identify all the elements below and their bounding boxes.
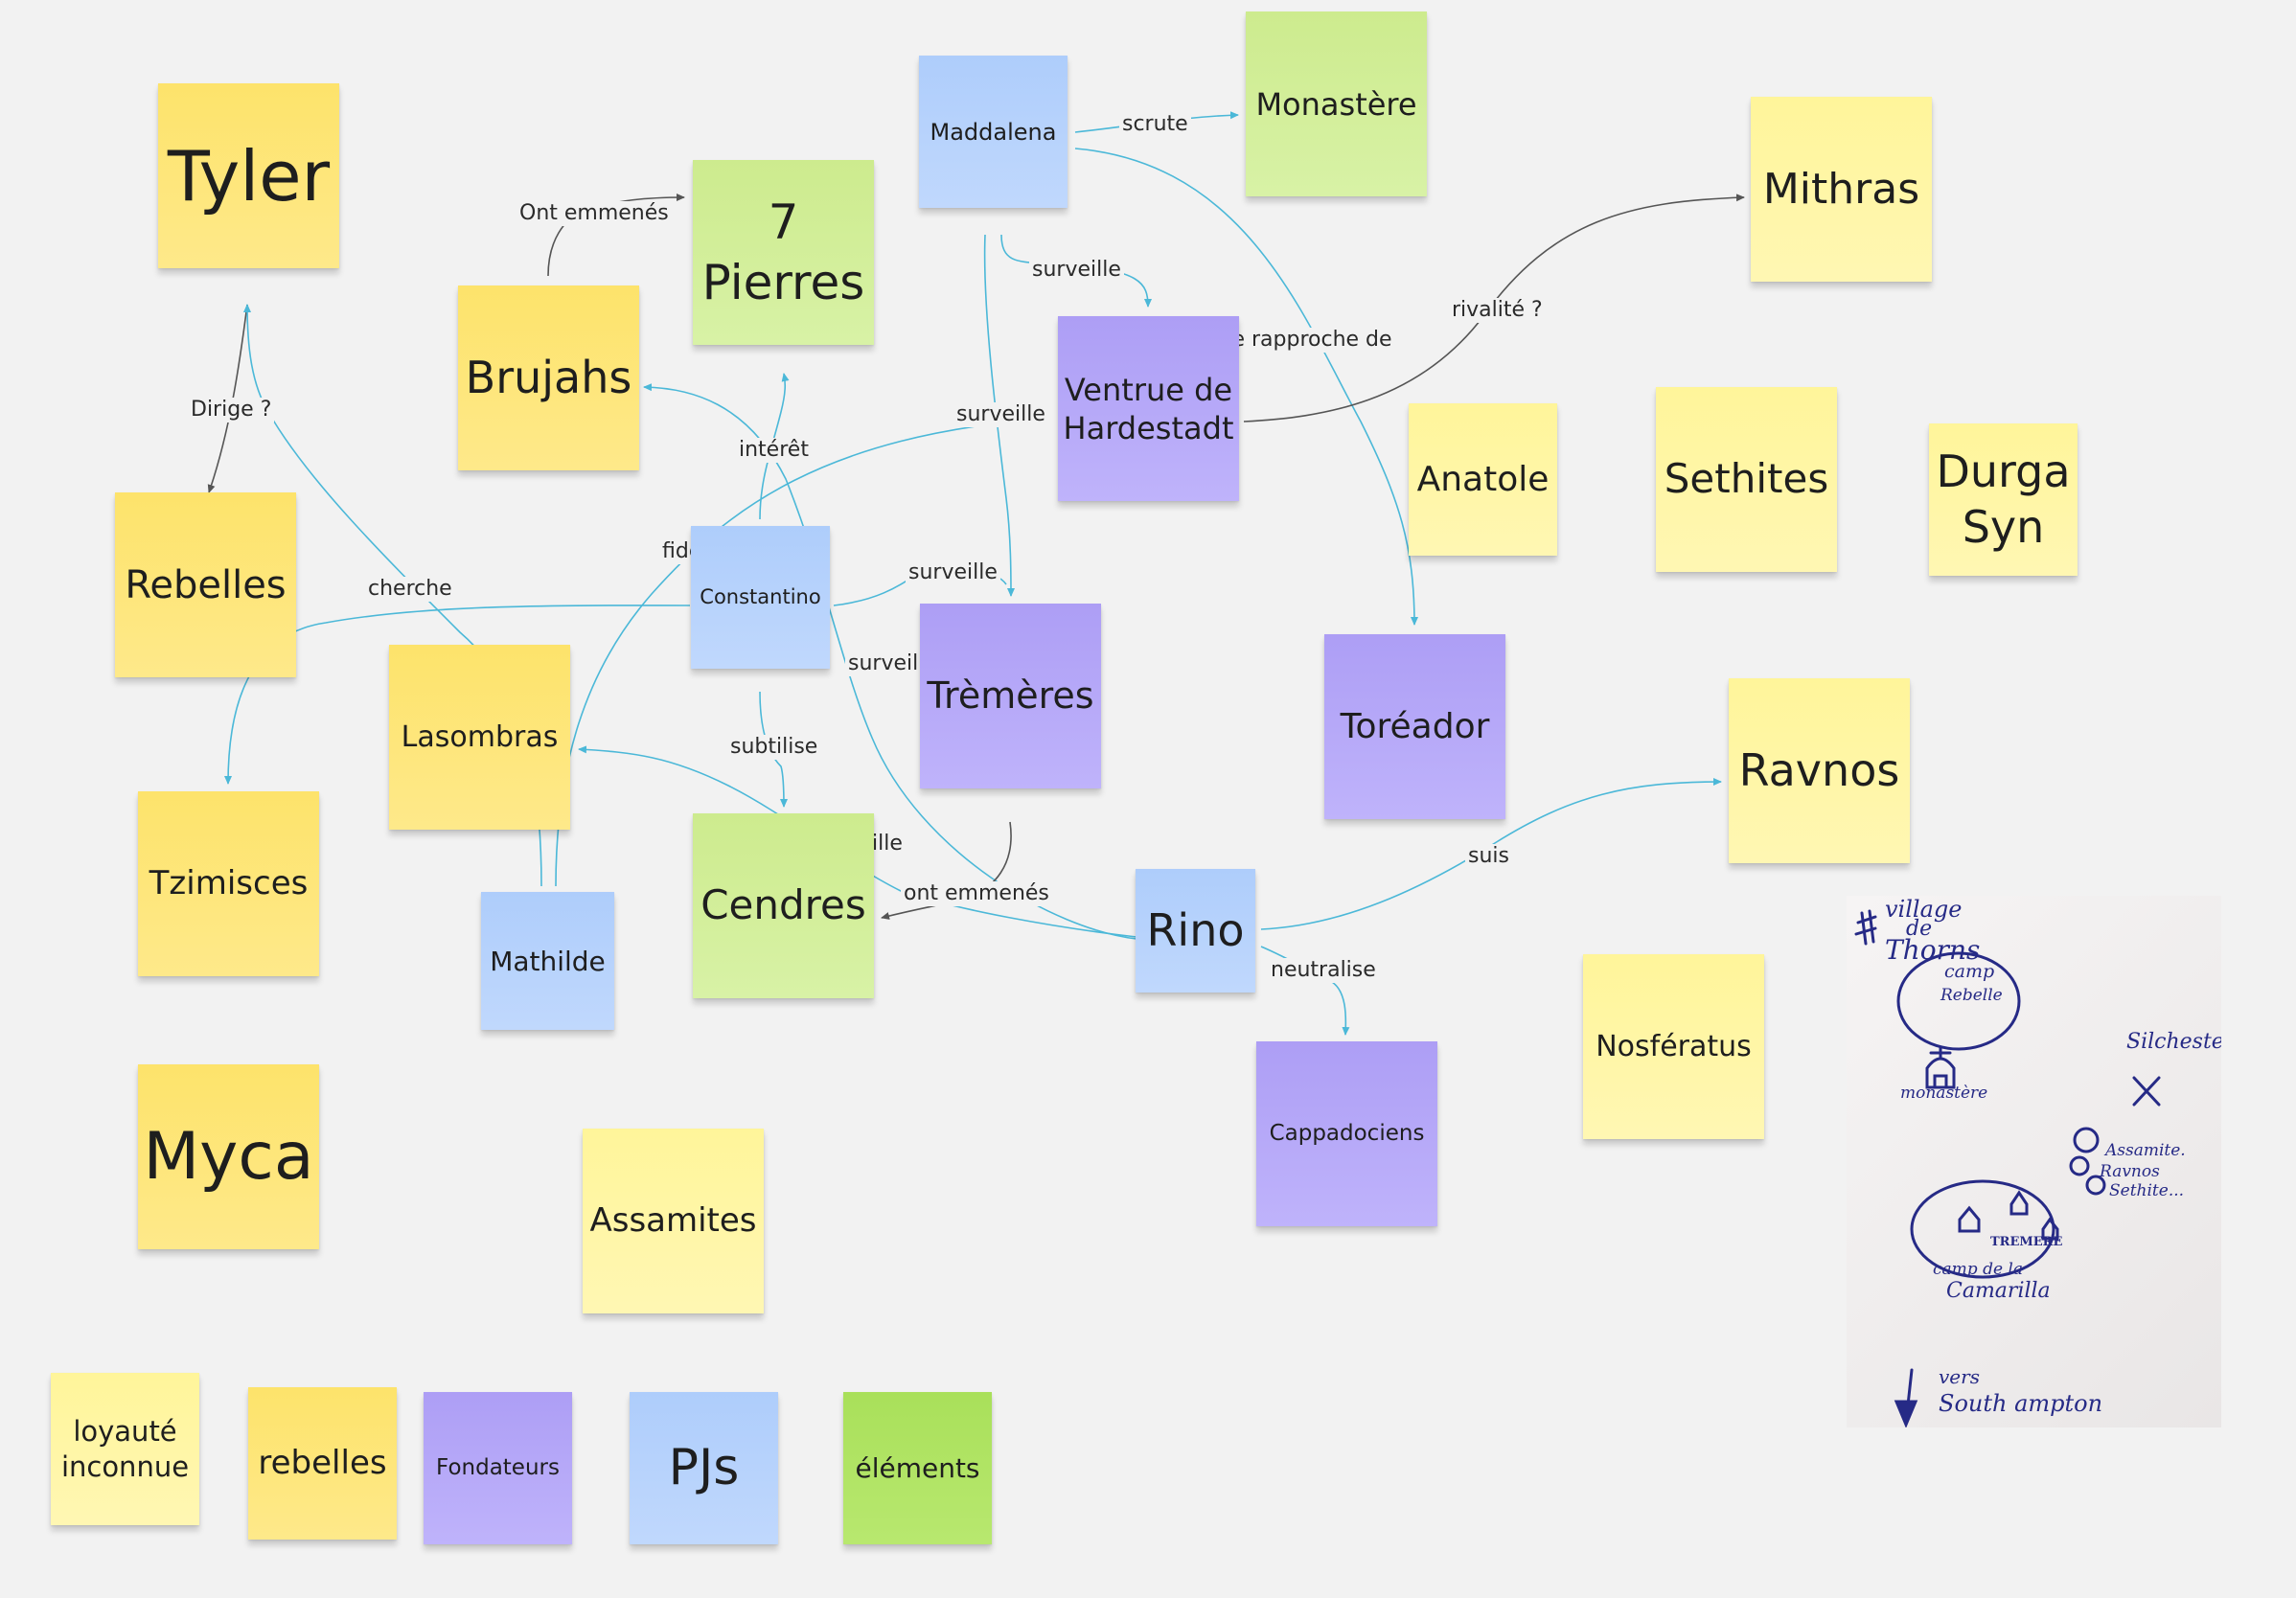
connector-label-ont-emmenes: Ont emmenés <box>517 201 672 227</box>
note-text: Cendres <box>700 881 866 929</box>
map-label-monastere: monastère <box>1900 1084 1988 1103</box>
legend-note-rebelles[interactable]: rebelles <box>248 1387 397 1540</box>
note-text: Anatole <box>1416 460 1550 499</box>
sticky-note-tremeres[interactable]: Trèmères <box>920 604 1101 788</box>
sticky-note-monastere[interactable]: Monastère <box>1246 11 1427 196</box>
note-text: Maddalena <box>930 118 1057 146</box>
note-text: Trèmères <box>927 673 1094 717</box>
note-text: Toréador <box>1340 707 1490 746</box>
legend-note-elements[interactable]: éléments <box>843 1392 992 1544</box>
legend-note-loyaute-inconnue[interactable]: loyauté inconnue <box>51 1373 199 1525</box>
map-label-assamite: Assamite. <box>2105 1141 2186 1160</box>
map-label-camarilla: Camarilla <box>1946 1279 2051 1303</box>
note-text-line1: Ventrue de <box>1064 371 1233 408</box>
map-label-south-ampton: South ampton <box>1939 1390 2103 1417</box>
note-text: Myca <box>143 1119 314 1195</box>
map-label-camp: camp <box>1944 961 1995 982</box>
map-label-ravnos: Ravnos <box>2100 1162 2160 1181</box>
note-text-line2: Pierres <box>701 254 865 310</box>
note-text: Monastère <box>1255 85 1417 123</box>
note-text: rebelles <box>258 1444 387 1483</box>
connector-label-subtilise: subtilise <box>727 735 821 761</box>
map-label-silchester: Silchester <box>2126 1030 2221 1054</box>
map-sketch-drawing <box>1854 909 2161 1427</box>
note-text: Constantino <box>700 585 821 609</box>
map-label-sethite: Sethite... <box>2109 1181 2185 1200</box>
note-text: Rino <box>1146 903 1245 956</box>
sticky-note-sethites[interactable]: Sethites <box>1656 387 1837 572</box>
sticky-note-ventrue-de-hardestadt[interactable]: Ventrue de Hardestadt <box>1058 316 1239 501</box>
note-text-line2: Hardestadt <box>1063 409 1234 446</box>
note-text: Assamites <box>589 1201 757 1241</box>
legend-note-fondateurs[interactable]: Fondateurs <box>424 1392 572 1544</box>
map-label-thorns: Thorns <box>1885 934 1981 966</box>
note-text: Ravnos <box>1738 743 1900 796</box>
map-label-vers: vers <box>1939 1365 1980 1388</box>
sticky-note-rino[interactable]: Rino <box>1136 869 1255 993</box>
map-label-village: village <box>1885 896 1963 923</box>
note-text: Tyler <box>167 135 331 217</box>
connector-label-se-rapproche-de: se rapproche de <box>1218 328 1395 354</box>
connector-label-surveille: surveille <box>1029 258 1124 284</box>
sticky-note-cappadociens[interactable]: Cappadociens <box>1256 1041 1437 1226</box>
sticky-note-assamites[interactable]: Assamites <box>583 1129 764 1313</box>
connector-label-neutralise: neutralise <box>1268 958 1379 984</box>
sticky-note-myca[interactable]: Myca <box>138 1064 319 1249</box>
connector-label-scrute: scrute <box>1119 112 1191 138</box>
legend-note-pjs[interactable]: PJs <box>630 1392 778 1544</box>
connector-label-interet: intérêt <box>736 438 812 464</box>
sticky-note-7-pierres[interactable]: 7 Pierres <box>693 160 874 345</box>
note-text: éléments <box>855 1452 980 1484</box>
note-text-line1: Durga <box>1936 445 2071 497</box>
note-text: Mithras <box>1762 165 1920 214</box>
sticky-note-brujahs[interactable]: Brujahs <box>458 285 639 470</box>
sticky-note-lasombras[interactable]: Lasombras <box>389 645 570 830</box>
connector-label-surveille: surveille <box>906 560 1000 586</box>
note-text: Sethites <box>1664 455 1829 503</box>
sticky-note-cendres[interactable]: Cendres <box>693 813 874 998</box>
note-text: Fondateurs <box>436 1455 560 1481</box>
map-label-rebelle: Rebelle <box>1940 986 2003 1005</box>
connector-label-suis: suis <box>1465 844 1512 870</box>
sticky-note-ravnos[interactable]: Ravnos <box>1729 678 1910 863</box>
note-text-line2: Syn <box>1962 500 2045 553</box>
note-text: Mathilde <box>490 945 606 977</box>
note-text: Rebelles <box>125 562 287 607</box>
map-label-tremere: TREMERE <box>1990 1235 2063 1249</box>
hand-drawn-map-photo[interactable]: village de Thorns camp Rebelle Silcheste… <box>1847 896 2221 1427</box>
sticky-note-anatole[interactable]: Anatole <box>1409 403 1557 556</box>
note-text: PJs <box>668 1439 740 1496</box>
note-text: Cappadociens <box>1269 1121 1425 1147</box>
map-label-camp-de-la: camp de la <box>1933 1260 2023 1279</box>
sticky-note-maddalena[interactable]: Maddalena <box>919 56 1068 208</box>
note-text-line2: inconnue <box>60 1450 190 1483</box>
sticky-note-rebelles[interactable]: Rebelles <box>115 492 296 677</box>
map-label-de: de <box>1906 917 1933 941</box>
sticky-note-durga-syn[interactable]: Durga Syn <box>1929 423 2078 576</box>
connector-label-ont-emmenes: ont emmenés <box>901 881 1052 907</box>
note-text-line1: 7 <box>768 194 799 250</box>
sticky-note-mathilde[interactable]: Mathilde <box>481 892 614 1030</box>
sticky-note-toreador[interactable]: Toréador <box>1324 634 1505 819</box>
note-text: Lasombras <box>401 719 559 754</box>
connector-label-cherche: cherche <box>365 577 455 603</box>
note-text: Tzimisces <box>149 864 309 903</box>
connector-label-dirige: Dirige ? <box>188 398 275 423</box>
note-text: Brujahs <box>465 351 632 403</box>
note-text: Nosfératus <box>1596 1029 1752 1063</box>
sticky-note-mithras[interactable]: Mithras <box>1751 97 1932 282</box>
sticky-note-constantino[interactable]: Constantino <box>691 526 830 669</box>
connector-label-rivalite: rivalité ? <box>1449 298 1546 324</box>
connector-label-surveille: surveille <box>953 402 1048 428</box>
sticky-note-tzimisces[interactable]: Tzimisces <box>138 791 319 976</box>
sticky-note-nosferatus[interactable]: Nosfératus <box>1583 954 1764 1139</box>
sticky-note-tyler[interactable]: Tyler <box>158 83 339 268</box>
note-text-line1: loyauté <box>73 1415 177 1449</box>
